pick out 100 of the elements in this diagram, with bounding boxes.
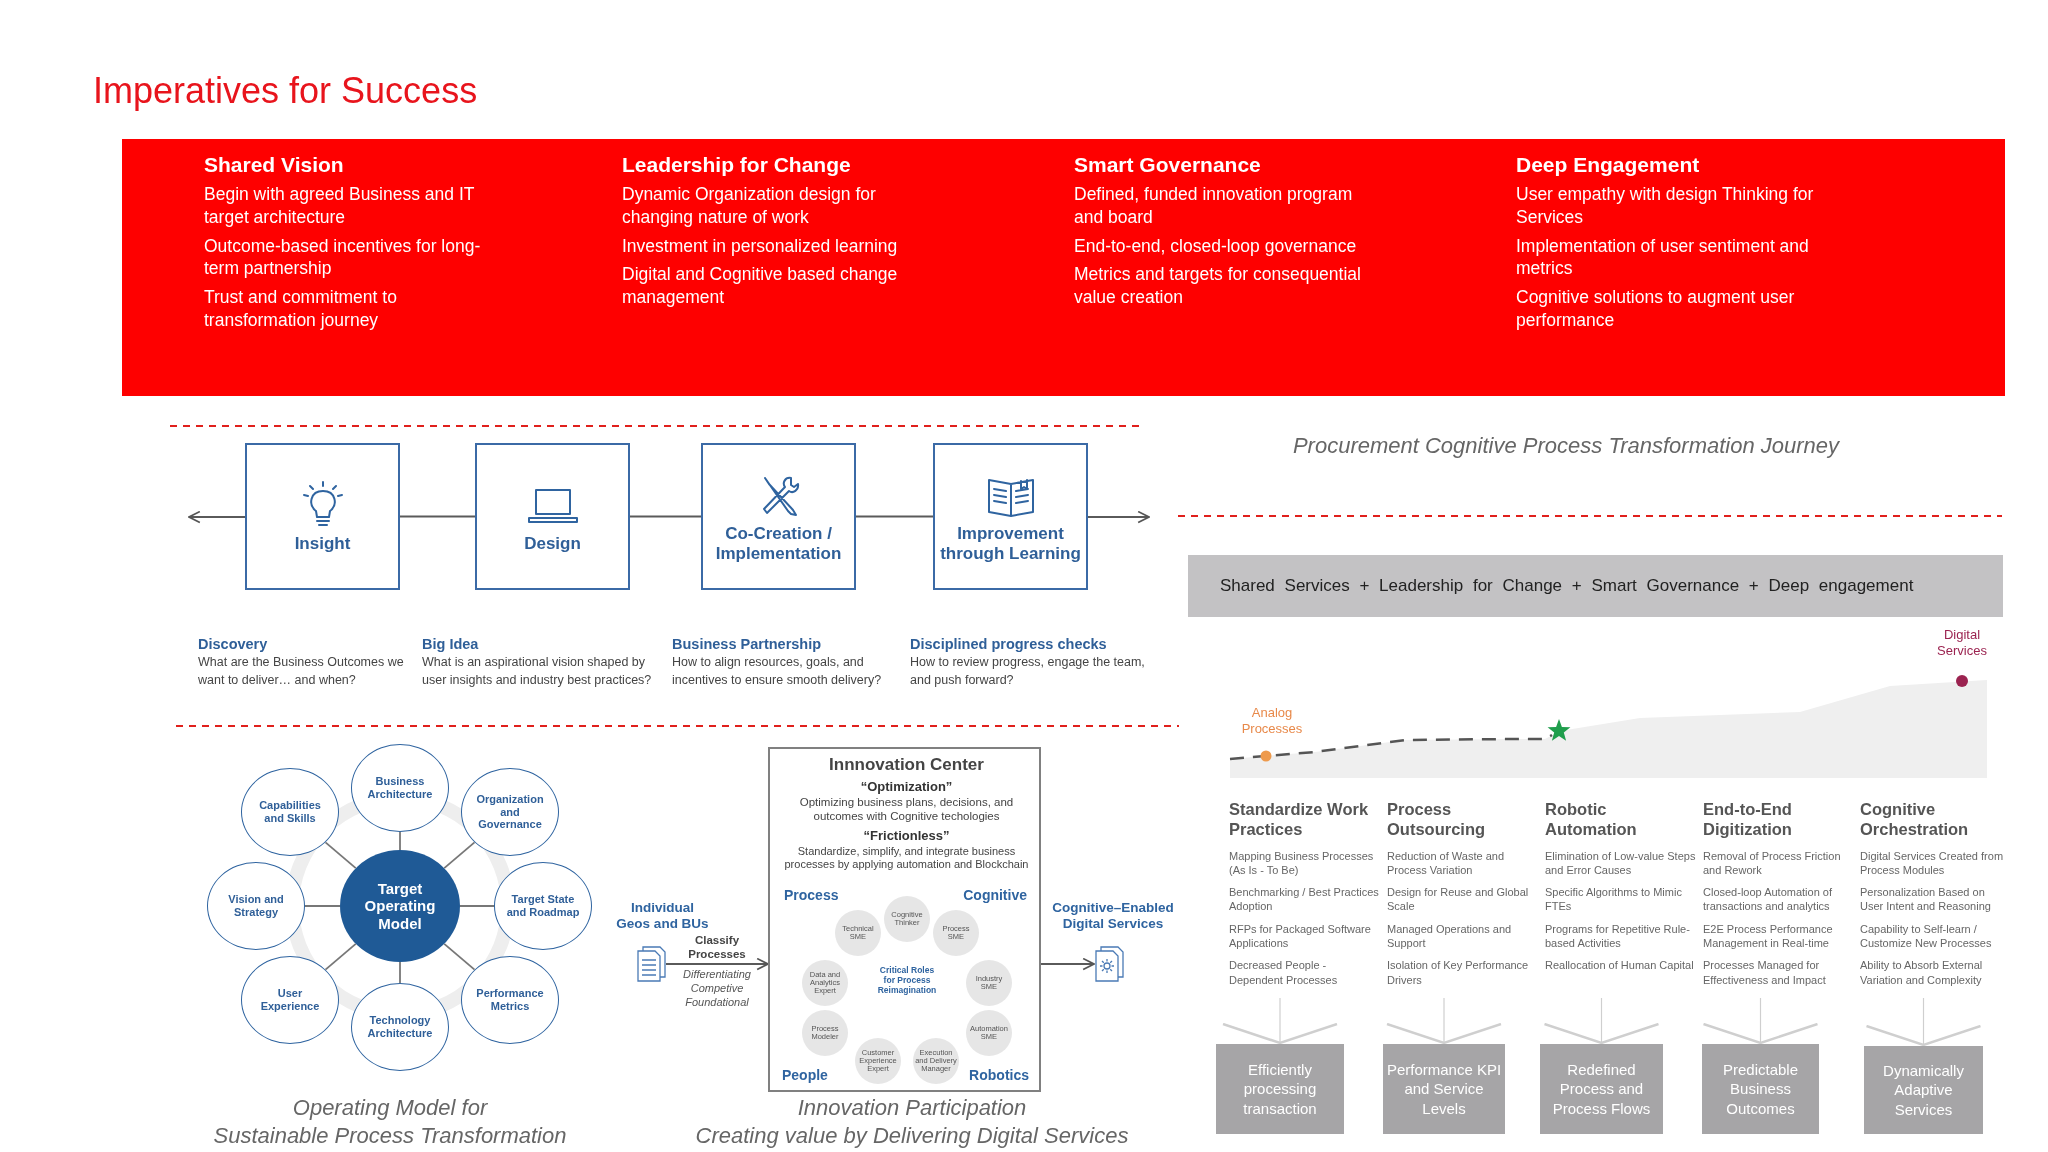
chevron-arrow	[1702, 997, 1819, 1045]
chevron-arrow	[1221, 997, 1339, 1045]
bullet-text: Defined, funded innovation program and board	[1074, 183, 1354, 229]
connector-line	[304, 905, 341, 907]
bullet-text: Digital and Cognitive based change management	[622, 263, 899, 309]
chevron-arrow	[1543, 997, 1660, 1045]
category-text: Foundational	[684, 996, 750, 1010]
caption-text: Creating value by Delivering Digital Services	[694, 1123, 1130, 1150]
connector-line	[443, 942, 476, 971]
panel-subheading: “Optimization”	[859, 779, 954, 795]
step-heading: Discovery	[198, 636, 269, 652]
process-box	[701, 443, 856, 590]
column-heading: Deep Engagement	[1516, 153, 1701, 177]
quadrant-label: Cognitive	[962, 887, 1027, 904]
bullet-text: Begin with agreed Business and IT target architecture	[204, 183, 476, 229]
column-heading: Smart Governance	[1074, 153, 1262, 177]
outcome-box: Performance KPI and Service Levels	[1383, 1044, 1505, 1134]
arrow	[188, 510, 246, 524]
connector-line	[324, 942, 357, 971]
connector-line	[399, 831, 401, 851]
connector-line	[459, 905, 495, 907]
category-text: Competive	[689, 982, 745, 996]
arrow	[1040, 957, 1095, 971]
bullet-text: Mapping Business Processes (As Is - To Be)	[1229, 848, 1375, 878]
step-heading: Disciplined progress checks	[910, 636, 1108, 652]
connector-line	[855, 515, 934, 518]
chart-label: Analog Processes	[1240, 705, 1304, 737]
topic-ellipse: User Experience	[241, 956, 339, 1044]
category-text: Differentiating	[682, 968, 752, 982]
column-heading: Standardize Work Practices	[1229, 800, 1370, 840]
page-title: Imperatives for Success	[93, 70, 479, 112]
node-caption: Cognitive–Enabled Digital Services	[1051, 900, 1175, 932]
bullet-text: Removal of Process Friction and Rework	[1703, 848, 1842, 878]
topic-ellipse: Vision and Strategy	[207, 862, 305, 950]
step-label: Improvement through Learning	[939, 523, 1082, 564]
bullet-text: Programs for Repetitive Rule-based Activities	[1545, 921, 1691, 951]
innovation-panel	[768, 747, 1041, 1092]
bullet-text: Capability to Self-learn / Customize New Processes	[1860, 921, 1993, 951]
connector-line	[324, 841, 357, 870]
connector-line	[443, 841, 476, 870]
bullet-text: Decreased People - Dependent Processes	[1229, 958, 1339, 987]
bullet-text: Outcome-based incentives for long-term partnership	[204, 234, 482, 280]
panel-text: Standardize, simplify, and integrate business processes by applying automation and Blockchain	[783, 845, 1030, 872]
section-heading: Procurement Cognitive Process Transformation Journey	[1291, 433, 1841, 460]
bullet-text: Elimination of Low-value Steps and Error Causes	[1545, 848, 1696, 878]
topic-ellipse: Target State and Roadmap	[494, 862, 592, 950]
chevron-arrow	[1385, 997, 1503, 1045]
outcome-box: Predictable Business Outcomes	[1702, 1044, 1819, 1134]
topic-ellipse: Organization and Governance	[461, 768, 559, 856]
bullet-text: Dynamic Organization design for changing nature of work	[622, 183, 877, 229]
topic-ellipse: Capabilities and Skills	[241, 768, 339, 856]
center-ellipse: Target Operating Model	[340, 850, 460, 962]
bullet-text: Processes Managed for Effectiveness and Impact	[1703, 958, 1827, 987]
connector-line	[399, 961, 401, 984]
step-description: How to review progress, engage the team, and push forward?	[910, 654, 1146, 689]
bullet-text: End-to-end, closed-loop governance	[1074, 234, 1358, 258]
step-description: What is an aspirational vision shaped by user insights and industry best practices?	[422, 654, 653, 689]
bullet-text: User empathy with design Thinking for Services	[1516, 183, 1815, 229]
step-description: What are the Business Outcomes we want to deliver… and when?	[198, 654, 405, 689]
outcome-box: Redefined Process and Process Flows	[1540, 1044, 1663, 1134]
outcome-box: Dynamically Adaptive Services	[1864, 1046, 1983, 1134]
chart-label: Digital Services	[1936, 627, 1988, 659]
bullet-text: Reduction of Waste and Process Variation	[1387, 848, 1505, 878]
step-heading: Business Partnership	[672, 636, 823, 652]
quadrant-label: Process	[784, 887, 840, 904]
node-caption: Individual Geos and BUs	[615, 900, 710, 932]
caption-text: Sustainable Process Transformation	[212, 1123, 568, 1150]
column-heading: Cognitive Orchestration	[1860, 800, 1970, 840]
arrow	[1087, 510, 1150, 524]
bullet-text: Closed-loop Automation of transactions and analytics	[1703, 885, 1834, 914]
summary-bar: Shared Services + Leadership for Change + Smart Governance + Deep engagement	[1188, 555, 2003, 617]
bullet-text: Metrics and targets for consequential value creation	[1074, 263, 1362, 309]
connector-line	[399, 515, 476, 518]
topic-ellipse: Technology Architecture	[351, 983, 449, 1071]
column-heading: Shared Vision	[204, 153, 345, 177]
step-heading: Big Idea	[422, 636, 480, 652]
bullet-text: Cognitive solutions to augment user performance	[1516, 286, 1796, 332]
column-heading: End-to-End Digitization	[1703, 800, 1793, 840]
bullet-text: Design for Reuse and Global Scale	[1387, 885, 1530, 914]
panel-title: Innnovation Center	[828, 755, 985, 776]
process-box	[475, 443, 630, 590]
bullet-text: E2E Process Performance Management in Real-time	[1703, 921, 1834, 951]
bullet-text: Isolation of Key Performance Drivers	[1387, 958, 1530, 987]
column-heading: Leadership for Change	[622, 153, 852, 177]
process-box	[245, 443, 400, 590]
panel-subheading: “Frictionless”	[862, 828, 951, 844]
banner-panel	[122, 139, 2005, 396]
panel-text: Optimizing business plans, decisions, and outcomes with Cognitive techologies	[798, 796, 1015, 824]
bullet-text: Trust and commitment to transformation journey	[204, 286, 398, 332]
step-label: Co-Creation / Implementation	[714, 523, 843, 564]
step-label: Design	[524, 533, 581, 554]
step-description: How to align resources, goals, and incentives to ensure smooth delivery?	[672, 654, 883, 689]
outcome-box: Efficiently processing transaction	[1216, 1044, 1344, 1134]
topic-ellipse: Performance Metrics	[461, 956, 559, 1044]
bullet-text: Managed Operations and Support	[1387, 921, 1513, 951]
caption-text: Innovation Participation	[796, 1095, 1028, 1122]
bullet-text: Investment in personalized learning	[622, 234, 899, 258]
document-icon	[636, 946, 666, 982]
bullet-text: Specific Algorithms to Mimic FTEs	[1545, 885, 1683, 914]
bullet-text: Ability to Absorb External Variation and Complexity	[1860, 958, 1984, 987]
